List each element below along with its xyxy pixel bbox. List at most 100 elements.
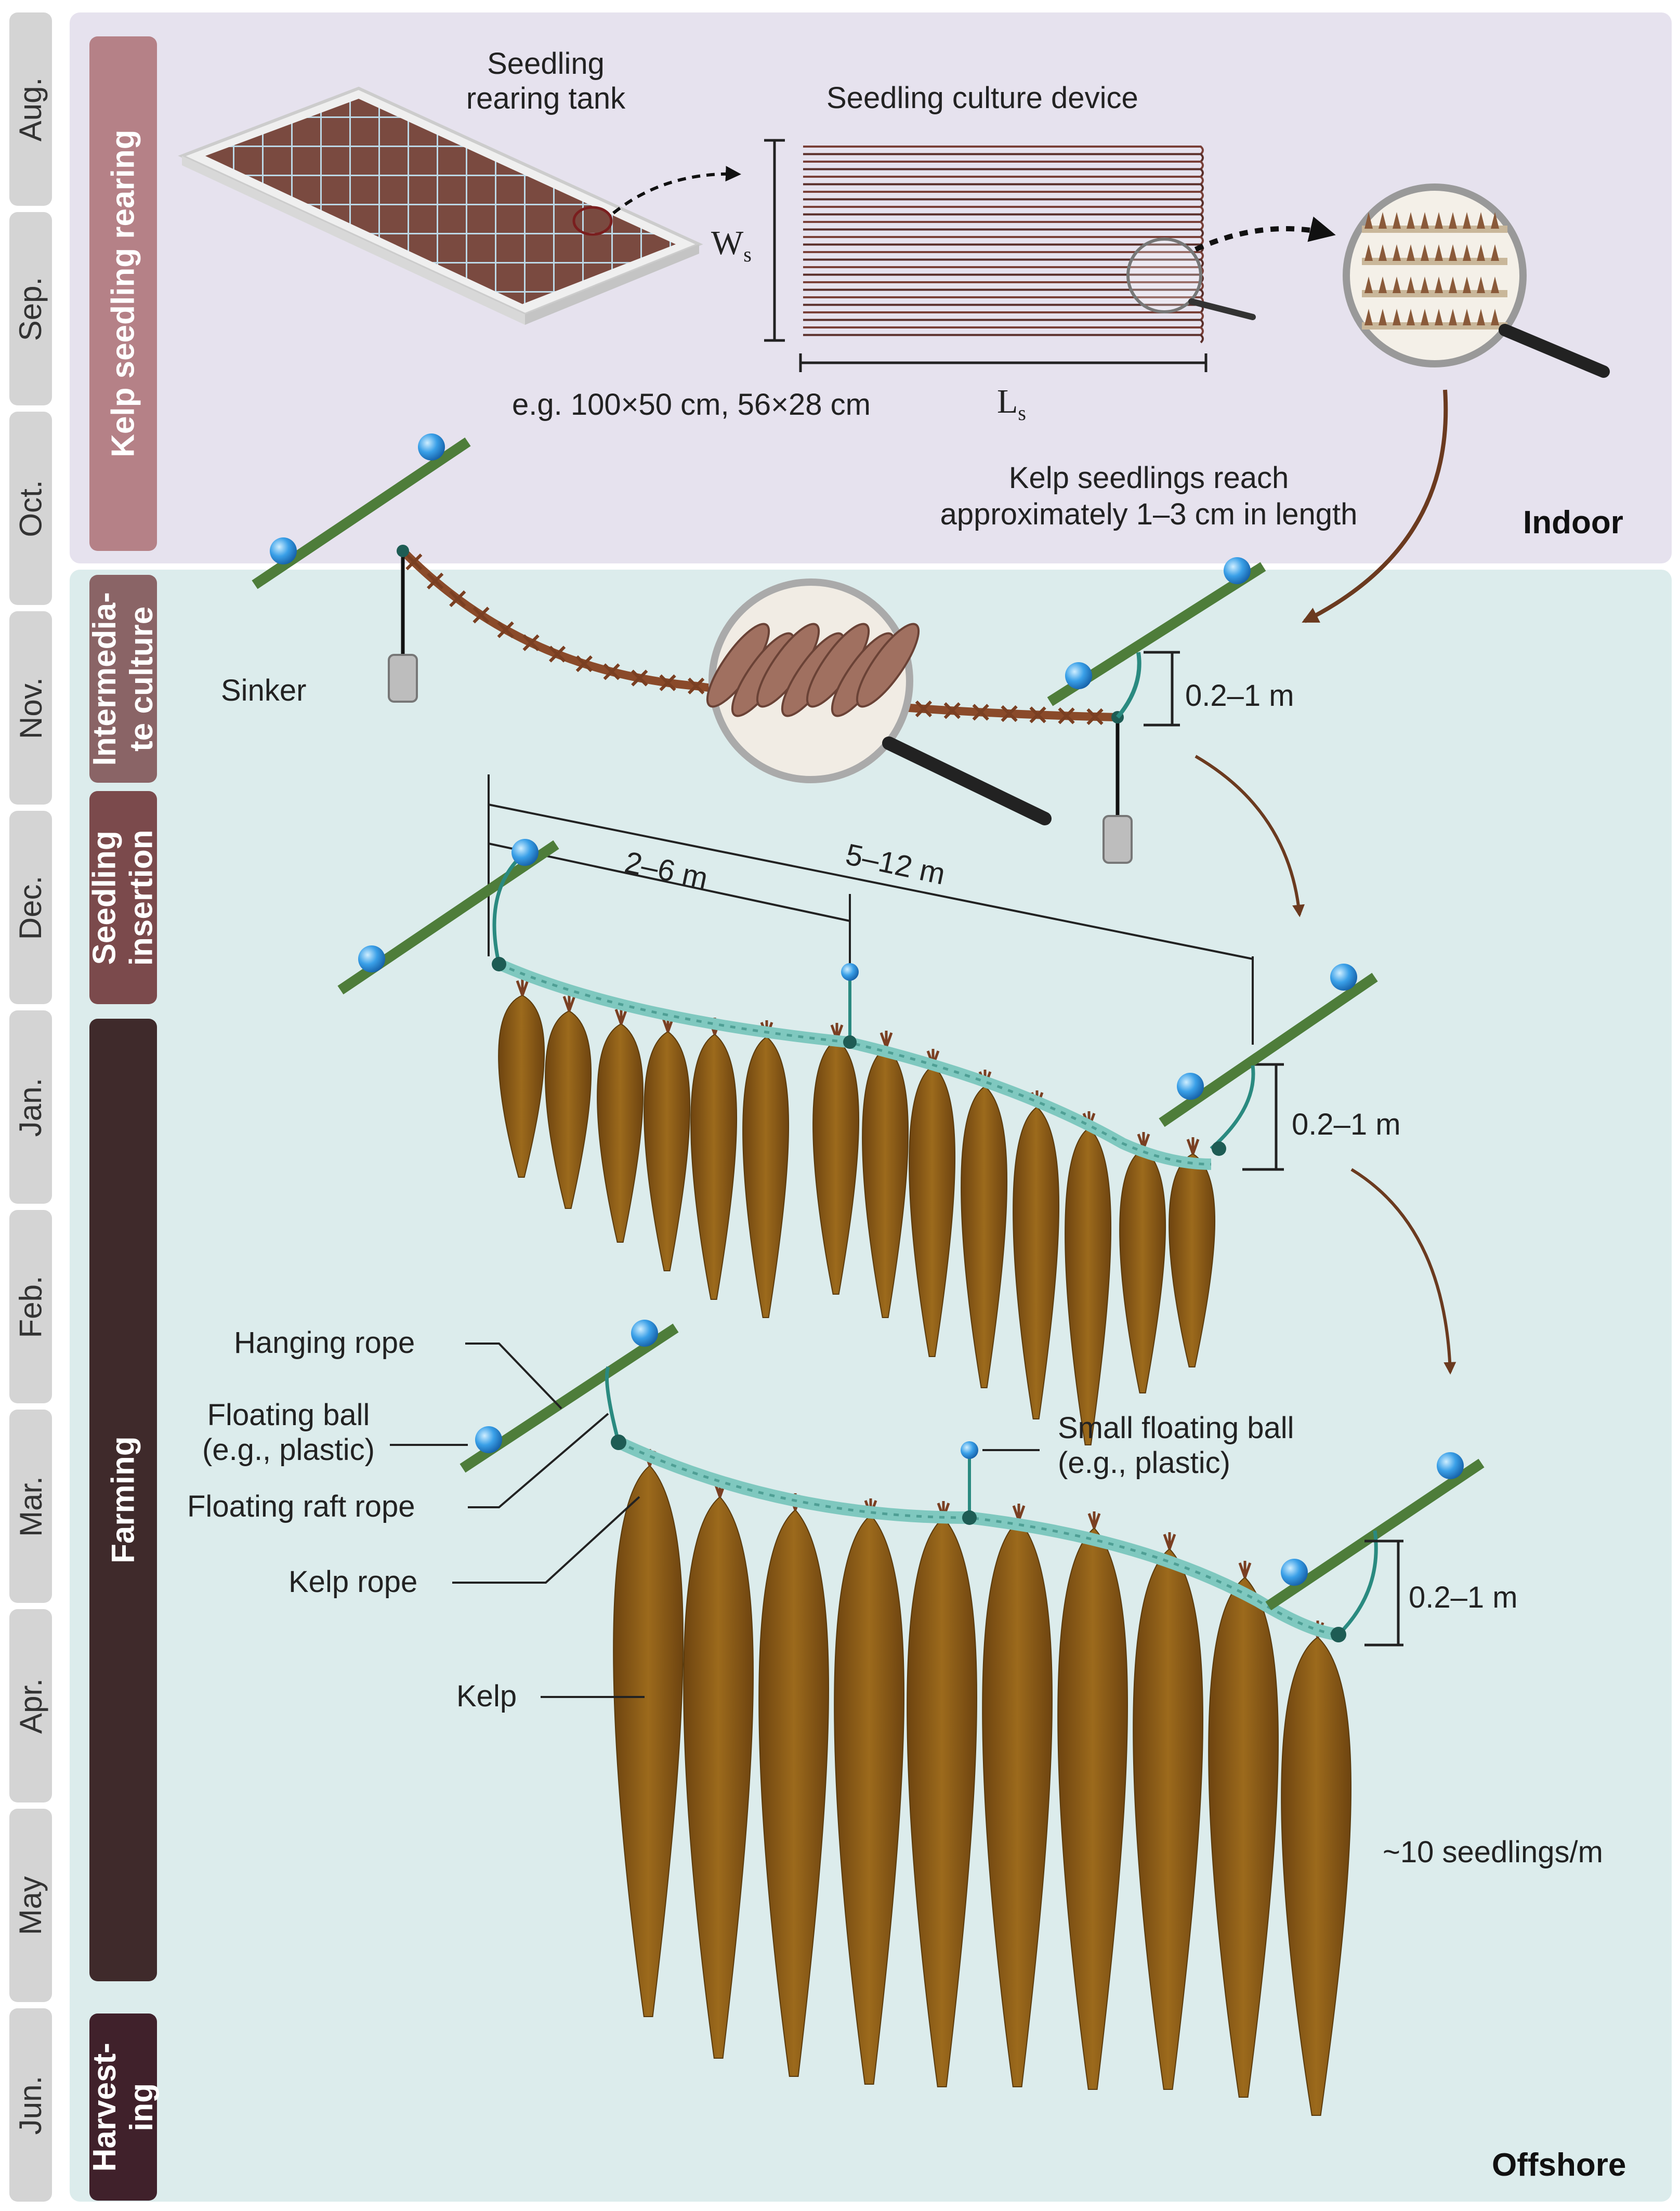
zoom-seedling [1379,309,1387,325]
farm-ball [1437,1452,1464,1479]
zoom-seedling [1449,277,1457,293]
int-seedlet [497,621,514,638]
int-seedlet [943,702,961,719]
phase-bar-farming: Farming [89,1019,157,1981]
device-magnifier [1126,238,1256,320]
zoom-seedling [1364,309,1373,325]
farming-kelp-holdfast [1012,1504,1026,1521]
insertion-kelp [862,1046,909,1318]
zoom-seedling [1477,309,1485,325]
seedling-zoom-magnifier [1343,183,1610,378]
ws-label: Ws [711,223,752,267]
zoom-seedling [1463,277,1471,293]
insertion-kelp [597,1023,644,1243]
int-left-sinker [388,654,418,703]
zoom-seedling [1393,309,1401,325]
indoor-title: Indoor [1523,505,1623,541]
device-coil-line [803,236,1204,245]
zoom-seedling [1393,277,1401,293]
device-coil-line [803,153,1204,163]
mag-blade [856,623,920,708]
int-ball [1224,557,1251,584]
sinker-label: Sinker [221,674,307,707]
small-ball-label: Small floating ball (e.g., plastic) [1058,1411,1294,1480]
device-coil-line [803,168,1204,178]
zoom-seedling [1407,309,1415,325]
farming-leader-lines [390,1343,1040,1698]
int-seedlet [688,677,705,695]
farm-ball [475,1426,502,1453]
farm-small-ball [961,1441,978,1459]
insertion-kelp [545,1010,592,1209]
rearing-tank [178,86,703,325]
device-coil-line [803,191,1204,200]
int-right-sinker [1102,815,1133,864]
ins-small-ball [841,963,859,981]
insertion-kelp [1119,1148,1166,1393]
device-coil-line [803,183,1204,193]
int-seedlet [575,655,593,673]
zoom-seedling [1491,244,1499,261]
month-tab-6: Feb. [9,1210,52,1403]
floating-ball-line1: Floating ball [207,1398,370,1432]
indoor-to-offshore-arrow [1302,389,1448,623]
insertion-kelp [1013,1106,1060,1419]
floating-ball-label: Floating ball (e.g., plastic) [185,1398,392,1467]
month-tab-0: Aug. [9,12,52,206]
zoom-seedling [1421,212,1429,229]
ws-label-main: W [711,224,744,262]
int-ball [1065,662,1092,689]
farm-ball [1281,1559,1308,1586]
farming-kelp-holdfast [1163,1532,1176,1549]
insertion-kelp [690,1033,738,1300]
zoom-seedling [1449,212,1457,229]
ls-label-sub: s [1018,401,1026,425]
farming-kelp [982,1519,1053,2087]
zoom-seedling [1463,212,1471,229]
int-seedlet [631,669,648,687]
insertion-kelp-holdfast [1186,1137,1200,1154]
device-coil-line [803,258,1204,268]
device-coil-line [803,319,1204,328]
insertion-depth: 0.2–1 m [1292,1108,1401,1141]
int-seedlet [522,634,540,651]
insertion-kelp-holdfast [516,979,529,996]
zoom-seedling [1393,212,1401,229]
zoom-seedling [1435,309,1443,325]
farming-kelp [834,1514,904,2085]
int-seedlet [548,646,566,663]
ls-label-main: L [997,383,1018,420]
farming-kelp-group [613,1449,1351,2116]
month-tab-7: Mar. [9,1410,52,1603]
zoom-seedling [1421,277,1429,293]
farming-kelp-holdfast [1238,1561,1252,1578]
offshore-title: Offshore [1492,2147,1626,2183]
phase-bar-insertion: Seedling insertion [87,791,160,1004]
tank-label: Seedling rearing tank [447,47,645,116]
zoom-seedling [1435,277,1443,293]
zoom-seedling [1435,212,1443,229]
device-coil-line [803,251,1204,260]
insertion-to-farming-arrow [1350,1168,1456,1375]
kelp-label: Kelp [456,1679,517,1713]
insertion-kelp [498,994,545,1178]
reach-label: Kelp seedlings reach approximately 1–3 c… [878,460,1419,532]
ins-ball [358,945,385,972]
ls-dimension [799,353,1208,372]
device-coil-line [803,176,1204,185]
int-ball [418,433,445,460]
device-title: Seedling culture device [826,81,1138,115]
zoom-seedling [1477,212,1485,229]
int-seedlet [1086,708,1104,726]
month-tab-10: Jun. [9,2008,52,2202]
ws-label-sub: s [743,243,752,267]
zoom-seedling [1364,244,1373,261]
device-coil-line [803,228,1204,238]
density-label: ~10 seedlings/m [1383,1835,1603,1869]
insertion-kelp-holdfast [562,994,576,1011]
zoom-seedling [1477,244,1485,261]
ls-label: Ls [997,382,1026,425]
farming-kelp [1281,1636,1351,2116]
phase-bar-harvesting: Harvest- ing [87,2013,160,2201]
